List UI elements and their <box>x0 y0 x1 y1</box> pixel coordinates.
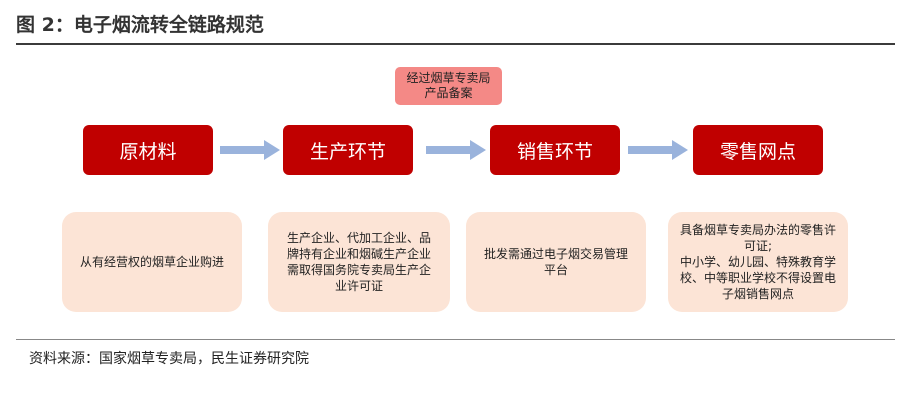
stage-sales: 销售环节 <box>490 125 620 175</box>
desc-retail-outlets: 具备烟草专卖局办法的零售许可证; 中小学、幼儿园、特殊教育学校、中等职业学校不得… <box>668 212 848 312</box>
title-divider <box>16 43 895 45</box>
right-arrow-icon <box>628 140 688 160</box>
source-divider <box>16 339 895 340</box>
figure-title: 图 2：电子烟流转全链路规范 <box>16 14 264 36</box>
right-arrow-icon <box>426 140 486 160</box>
desc-production: 生产企业、代加工企业、品牌持有企业和烟碱生产企业需取得国务院专卖局生产企业许可证 <box>268 212 450 312</box>
right-arrow-icon <box>220 140 280 160</box>
stage-retail-outlets: 零售网点 <box>693 125 823 175</box>
source-note: 资料来源：国家烟草专卖局，民生证券研究院 <box>29 351 309 367</box>
desc-sales: 批发需通过电子烟交易管理平台 <box>466 212 646 312</box>
desc-raw-materials: 从有经营权的烟草企业购进 <box>62 212 242 312</box>
desc-raw-materials-text: 从有经营权的烟草企业购进 <box>79 255 224 269</box>
desc-retail-outlets-text: 具备烟草专卖局办法的零售许可证; 中小学、幼儿园、特殊教育学校、中等职业学校不得… <box>680 223 837 301</box>
stage-production: 生产环节 <box>283 125 413 175</box>
desc-sales-text: 批发需通过电子烟交易管理平台 <box>483 247 628 277</box>
desc-production-text: 生产企业、代加工企业、品牌持有企业和烟碱生产企业需取得国务院专卖局生产企业许可证 <box>286 231 431 293</box>
product-filing-note: 经过烟草专卖局产品备案 <box>395 67 502 105</box>
stage-raw-materials: 原材料 <box>83 125 213 175</box>
